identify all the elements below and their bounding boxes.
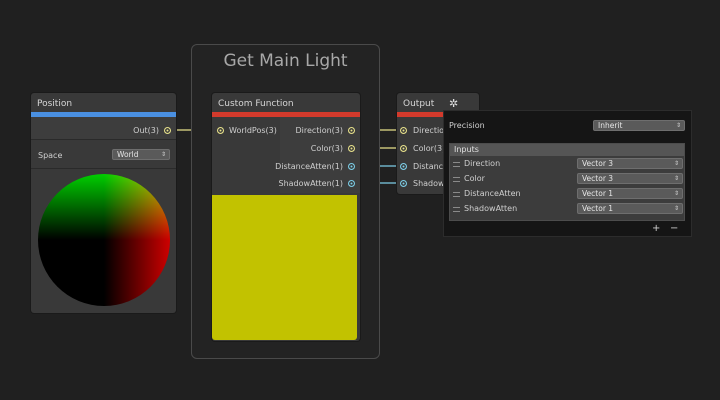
dropdown-arrow-icon: ⇕ [673,190,679,197]
inputs-list: Inputs Direction Vector 3 ⇕ Color Vector… [449,143,685,221]
node-title: Position [37,99,73,109]
node-accent-bar [397,112,479,117]
input-type-value: Vector 1 [582,204,614,213]
input-type-value: Vector 3 [582,174,614,183]
output-area [31,117,176,139]
position-node[interactable]: Position Out(3) Space World ⇕ [31,93,176,313]
output-port[interactable] [164,127,171,134]
output-port-color[interactable] [348,145,355,152]
custom-function-node[interactable]: Custom Function WorldPos(3) Direction(3)… [212,93,360,341]
output-port-label: Out(3) [133,126,159,135]
drag-handle-icon[interactable] [453,192,460,197]
input-type-value: Vector 3 [582,159,614,168]
inputs-header: Inputs [450,144,684,156]
output-label: Color(3) [310,144,343,153]
output-port-shadowatten[interactable] [348,180,355,187]
dropdown-arrow-icon: ⇕ [675,122,681,129]
drag-handle-icon[interactable] [453,162,460,167]
function-preview [212,195,357,340]
output-label: ShadowAtten(1) [278,179,344,188]
precision-value: Inherit [598,121,623,130]
dropdown-arrow-icon: ⇕ [160,151,166,158]
dropdown-arrow-icon: ⇕ [673,205,679,212]
space-dropdown[interactable]: World ⇕ [112,149,170,160]
remove-input-button[interactable]: − [670,223,679,234]
group-title: Get Main Light [223,51,348,71]
input-port-worldpos[interactable] [217,127,224,134]
input-type-dropdown[interactable]: Vector 1 ⇕ [577,203,683,214]
outputs-area [280,117,360,193]
output-label: DistanceAtten(1) [275,162,343,171]
precision-label: Precision [449,121,485,130]
node-title: Custom Function [218,99,294,109]
precision-dropdown[interactable]: Inherit ⇕ [593,120,685,131]
space-label: Space [38,151,63,160]
input-port-shadowatten[interactable] [400,180,407,187]
divider [31,139,176,140]
input-type-value: Vector 1 [582,189,614,198]
input-name: Color [464,174,485,183]
output-port-direction[interactable] [348,127,355,134]
node-settings-panel[interactable]: Precision Inherit ⇕ Inputs Direction Vec… [443,110,692,237]
position-preview [38,174,170,306]
input-port-direction[interactable] [400,127,407,134]
drag-handle-icon[interactable] [453,177,460,182]
dropdown-arrow-icon: ⇕ [673,175,679,182]
input-name: Direction [464,159,501,168]
output-port-distanceatten[interactable] [348,163,355,170]
add-input-button[interactable]: + [652,223,661,234]
input-type-dropdown[interactable]: Vector 1 ⇕ [577,188,683,199]
node-accent-bar [212,112,360,117]
node-accent-bar [31,112,176,117]
input-label-worldpos: WorldPos(3) [229,126,277,135]
input-type-dropdown[interactable]: Vector 3 ⇕ [577,158,683,169]
input-type-dropdown[interactable]: Vector 3 ⇕ [577,173,683,184]
input-name: ShadowAtten [464,204,518,213]
input-name: DistanceAtten [464,189,521,198]
drag-handle-icon[interactable] [453,207,460,212]
output-label: Direction(3) [295,126,343,135]
divider [31,168,176,169]
input-port-color[interactable] [400,145,407,152]
input-label: Direction(3) [413,126,461,135]
node-title: Output [403,99,435,109]
gear-icon[interactable]: ✲ [449,97,459,110]
input-port-distanceatten[interactable] [400,163,407,170]
dropdown-arrow-icon: ⇕ [673,160,679,167]
input-label: Color(3) [413,144,446,153]
space-value: World [117,150,139,159]
